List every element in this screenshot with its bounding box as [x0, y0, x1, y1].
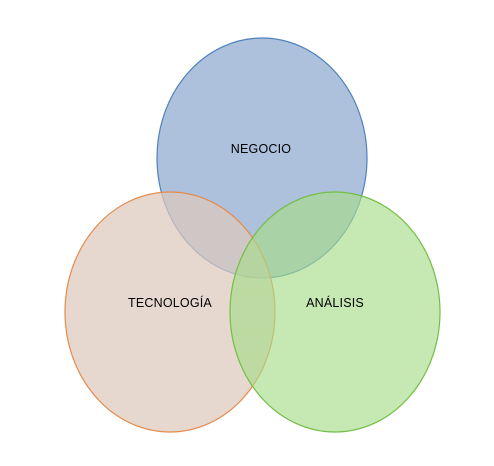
set-tecnologia-label: TECNOLOGÍA — [128, 295, 212, 310]
set-negocio-label: NEGOCIO — [231, 142, 292, 156]
set-analisis-label: ANÁLISIS — [306, 295, 364, 310]
set-analisis-circle — [229, 191, 441, 433]
